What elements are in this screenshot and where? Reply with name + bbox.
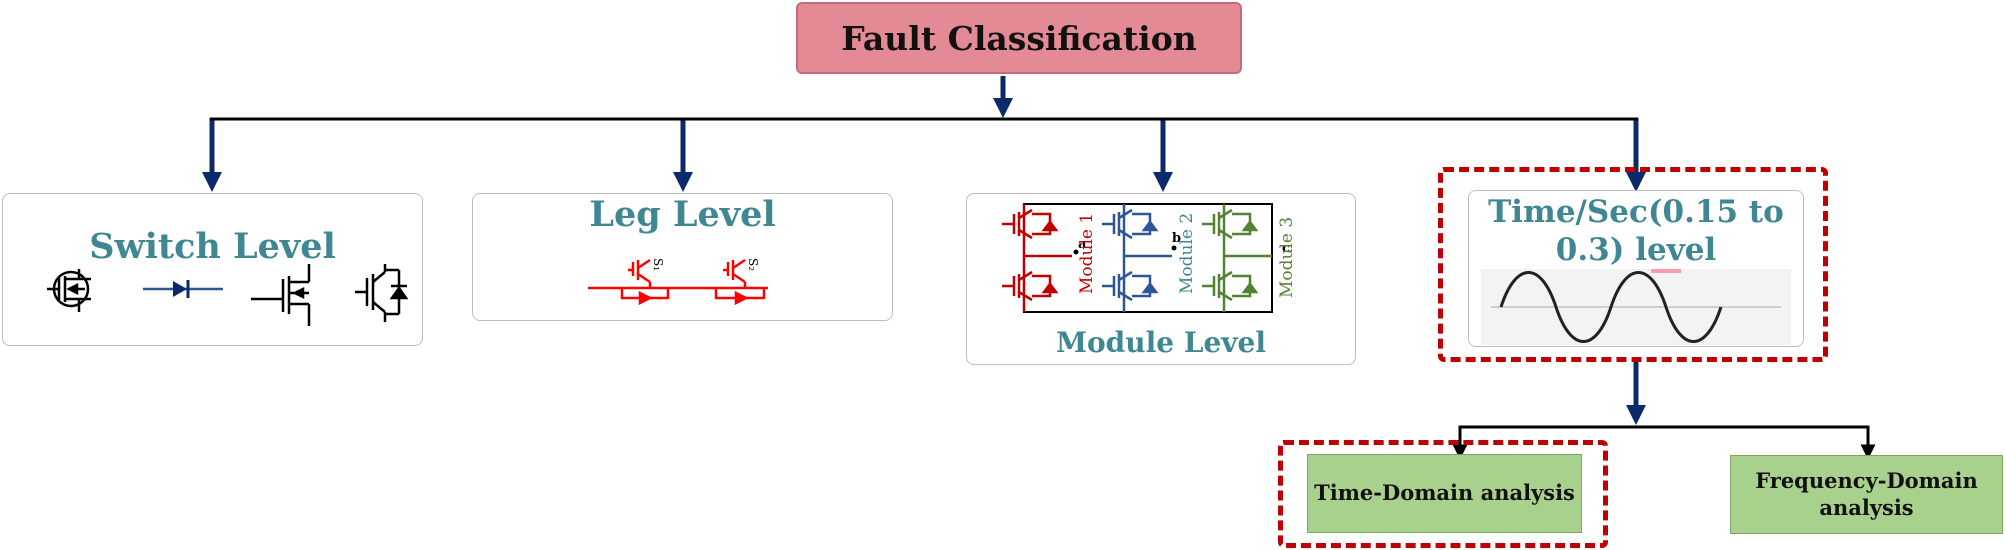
- igbt-icon: [355, 264, 409, 322]
- switch-level-panel: Switch Level: [2, 193, 423, 346]
- module-circuit: a b c Module 1 Module 2 Module 3: [1002, 203, 1297, 313]
- fault-classification-box: Fault Classification: [796, 2, 1242, 74]
- module-level-panel: a b c Module 1 Module 2 Module 3 Module …: [966, 193, 1356, 365]
- node-c-label: c: [1282, 241, 1290, 256]
- module-1-switches: [1002, 204, 1072, 312]
- mosfet-circle-icon: [47, 269, 91, 312]
- frequency-domain-box: Frequency-Domain analysis: [1730, 455, 2003, 534]
- time-level-panel: Time/Sec(0.15 to 0.3) level: [1468, 190, 1804, 347]
- module-1-label: Module 1: [1077, 213, 1097, 294]
- node-a-label: a: [1078, 237, 1087, 252]
- leg-level-title: Leg Level: [589, 194, 776, 235]
- time-level-title: Time/Sec(0.15 to 0.3) level: [1488, 194, 1784, 268]
- leg-switch-1-label: S₁: [651, 258, 665, 271]
- module-level-title: Module Level: [1055, 326, 1267, 359]
- switch-level-title: Switch Level: [89, 226, 336, 267]
- module-2-switches: [1102, 204, 1172, 312]
- leg-switch-2-icon: [714, 258, 766, 306]
- module-2-label: Module 2: [1177, 213, 1197, 294]
- mosfet-icon: [251, 264, 311, 326]
- time-domain-box: Time-Domain analysis: [1307, 454, 1582, 533]
- waveform-thumbnail: [1481, 269, 1791, 345]
- node-b-label: b: [1172, 231, 1181, 246]
- leg-level-panel: Leg Level S₁ S₂: [472, 193, 893, 321]
- time-level-highlight: [1438, 167, 1828, 362]
- leg-circuit: S₁ S₂: [588, 258, 768, 306]
- diode-icon: [143, 280, 223, 298]
- leg-switch-2-label: S₂: [746, 258, 760, 271]
- switch-symbols: [47, 264, 409, 326]
- leg-switch-1-icon: [620, 258, 670, 306]
- time-domain-highlight: [1278, 440, 1608, 548]
- module-3-label: Module 3: [1277, 217, 1297, 298]
- module-3-switches: [1202, 204, 1272, 312]
